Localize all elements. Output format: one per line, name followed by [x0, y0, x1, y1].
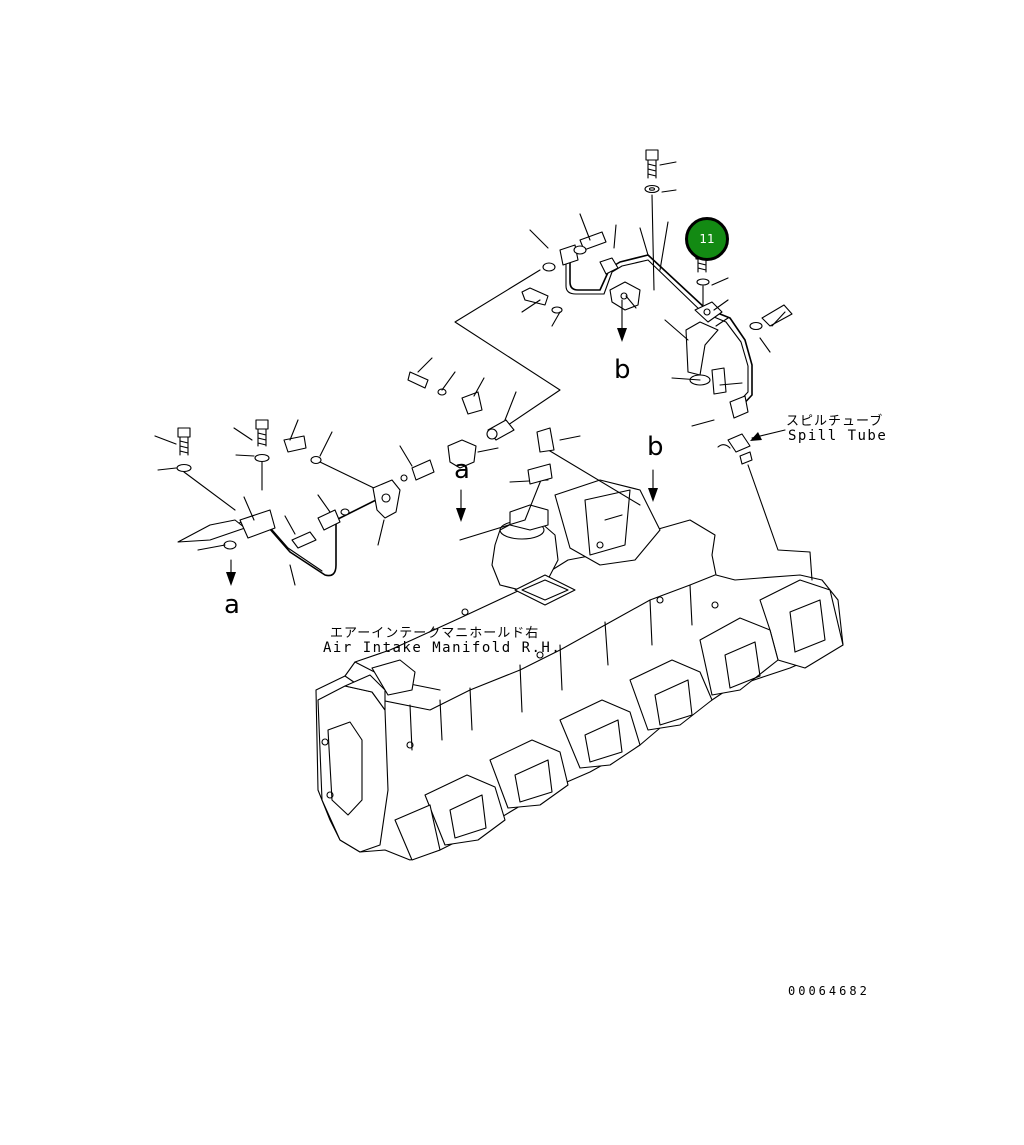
manifold-label-jp: エアーインテークマニホールド右 — [330, 626, 540, 641]
fuel-line-assembly — [176, 371, 658, 586]
view-letter-a-bottom: a — [224, 590, 240, 620]
view-letter-b-manifold: b — [647, 432, 664, 462]
reference-lines — [454, 269, 641, 541]
spill-tube-label-jp: スピルチューブ — [786, 414, 884, 429]
callout-number: 11 — [699, 232, 715, 246]
callout-badge-11[interactable]: 11 — [685, 217, 729, 261]
view-letter-a-mid: a — [454, 455, 470, 485]
air-intake-manifold — [315, 479, 844, 861]
spill-tube-assembly — [521, 149, 813, 581]
manifold-label-en: Air Intake Manifold R.H. — [323, 640, 562, 656]
drawing-number: 00064682 — [788, 984, 870, 998]
view-letter-b-top: b — [614, 355, 631, 385]
spill-tube-label-en: Spill Tube — [788, 428, 888, 444]
